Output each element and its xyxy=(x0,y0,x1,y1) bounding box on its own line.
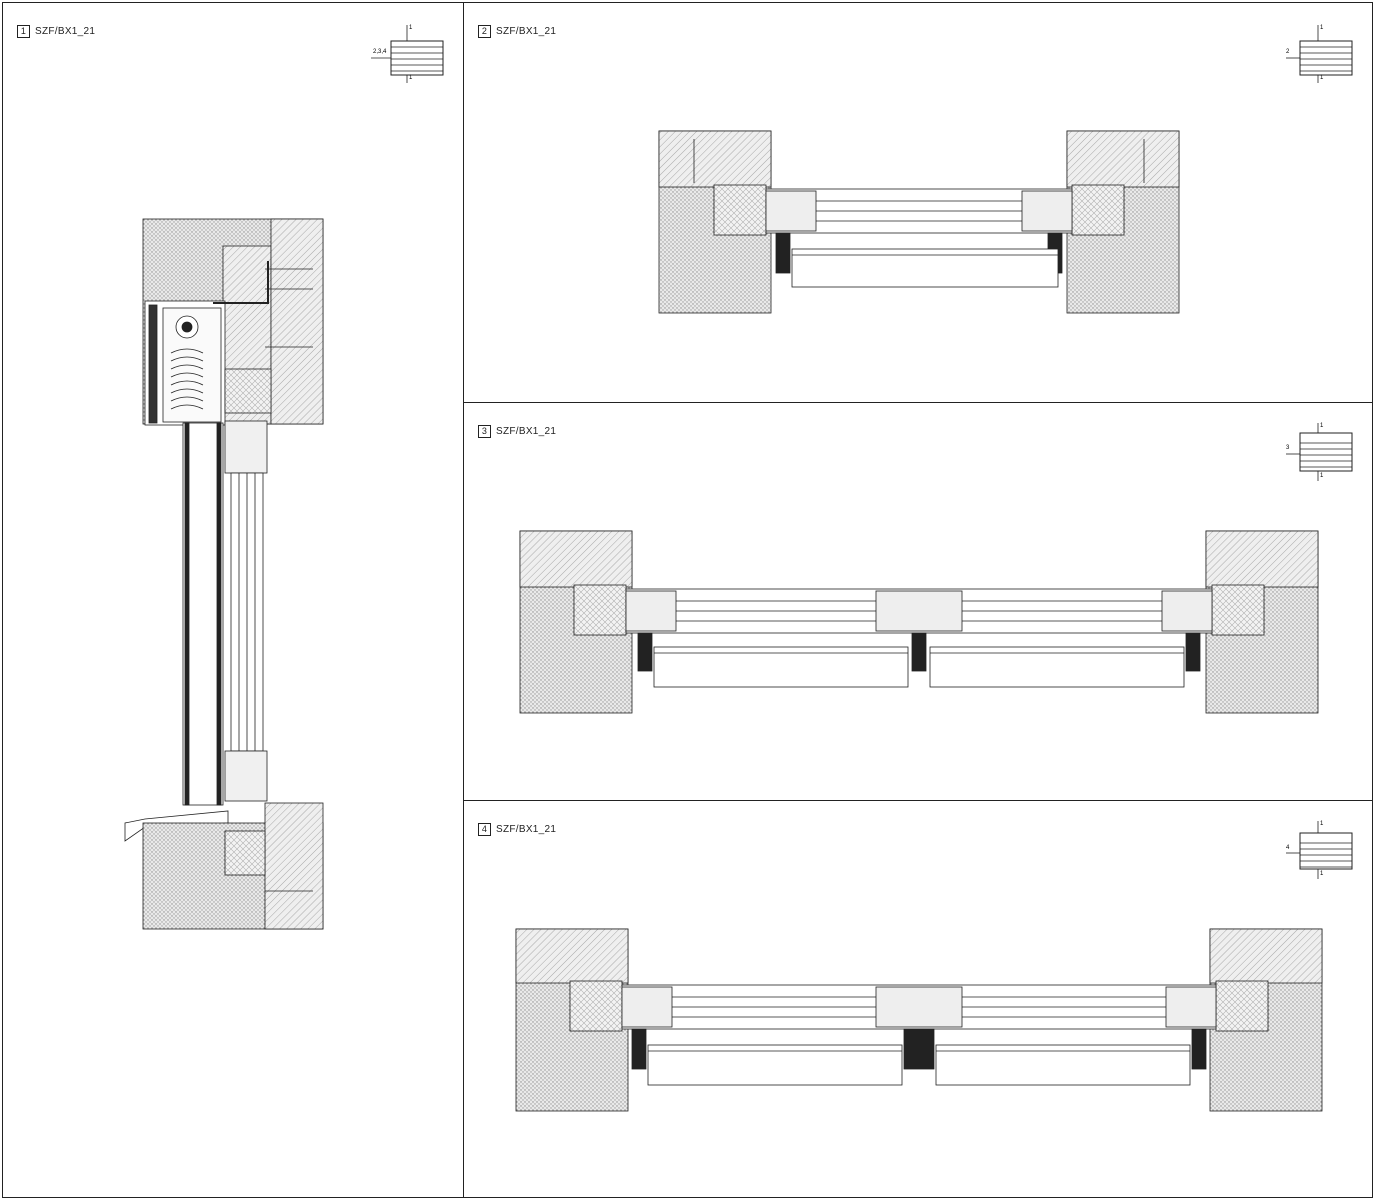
key-top: 1 xyxy=(409,25,413,31)
key-top: 1 xyxy=(1320,423,1324,429)
detail-label: 1 SZF/BX1_21 xyxy=(17,25,95,38)
key-mark: 3 xyxy=(1286,445,1290,451)
horizontal-section-coupled xyxy=(515,928,1323,1112)
horizontal-section-double xyxy=(519,530,1319,714)
horizontal-section-single xyxy=(658,130,1180,314)
key-bottom: 1 xyxy=(1320,473,1324,479)
detail-number: 2 xyxy=(478,25,491,38)
detail-label: 2 SZF/BX1_21 xyxy=(478,25,556,38)
key-mark: 4 xyxy=(1286,845,1290,851)
key-plan: 3 1 1 xyxy=(1282,423,1362,483)
key-plan: 2 1 1 xyxy=(1282,25,1362,85)
key-top: 1 xyxy=(1320,25,1324,31)
detail-code: SZF/BX1_21 xyxy=(496,426,557,437)
detail-label: 3 SZF/BX1_21 xyxy=(478,425,556,438)
detail-code: SZF/BX1_21 xyxy=(496,824,557,835)
detail-number: 1 xyxy=(17,25,30,38)
vertical-section-drawing xyxy=(124,218,324,930)
detail-number: 3 xyxy=(478,425,491,438)
key-plan: 2,3,4 1 1 xyxy=(371,25,451,85)
key-plan: 4 1 1 xyxy=(1282,821,1362,881)
detail-code: SZF/BX1_21 xyxy=(496,26,557,37)
detail-panel-3: 3 SZF/BX1_21 3 1 1 xyxy=(463,402,1373,802)
key-bottom: 1 xyxy=(1320,75,1324,81)
key-bottom: 1 xyxy=(409,75,413,81)
detail-code: SZF/BX1_21 xyxy=(35,26,96,37)
key-mark: 2,3,4 xyxy=(373,49,387,55)
detail-panel-1: 1 SZF/BX1_21 2,3,4 1 1 xyxy=(2,2,464,1198)
detail-panel-4: 4 SZF/BX1_21 4 1 1 xyxy=(463,800,1373,1198)
key-mark: 2 xyxy=(1286,49,1290,55)
key-bottom: 1 xyxy=(1320,871,1324,877)
key-top: 1 xyxy=(1320,821,1324,827)
detail-label: 4 SZF/BX1_21 xyxy=(478,823,556,836)
detail-number: 4 xyxy=(478,823,491,836)
detail-panel-2: 2 SZF/BX1_21 2 1 1 xyxy=(463,2,1373,404)
